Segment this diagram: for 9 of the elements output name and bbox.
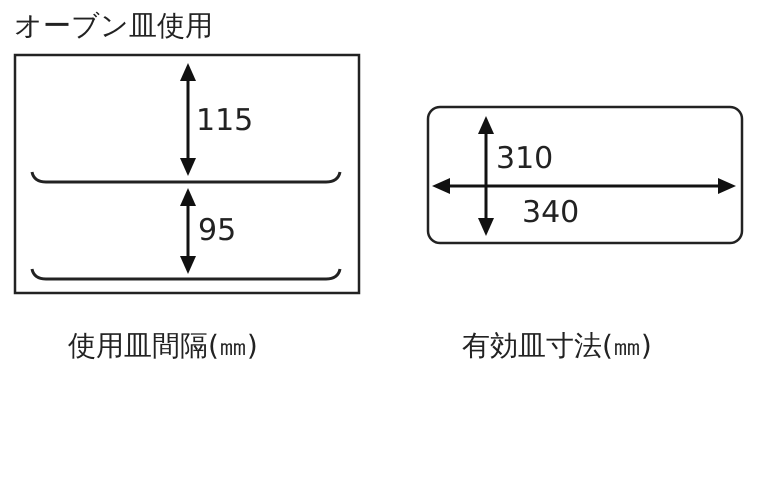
- node-label: 有効皿寸法(㎜): [462, 332, 652, 360]
- oven-drawing: [12, 12, 362, 297]
- node-label: 使用皿間隔(㎜): [68, 332, 258, 360]
- dimension-label: 115: [196, 106, 254, 136]
- diagram-heading: オーブン皿使用: [14, 12, 213, 40]
- dimension-label: 95: [198, 216, 236, 246]
- dimension-label: 310: [496, 144, 554, 174]
- dimension-label: 340: [522, 198, 580, 228]
- tray-outline: [426, 105, 744, 245]
